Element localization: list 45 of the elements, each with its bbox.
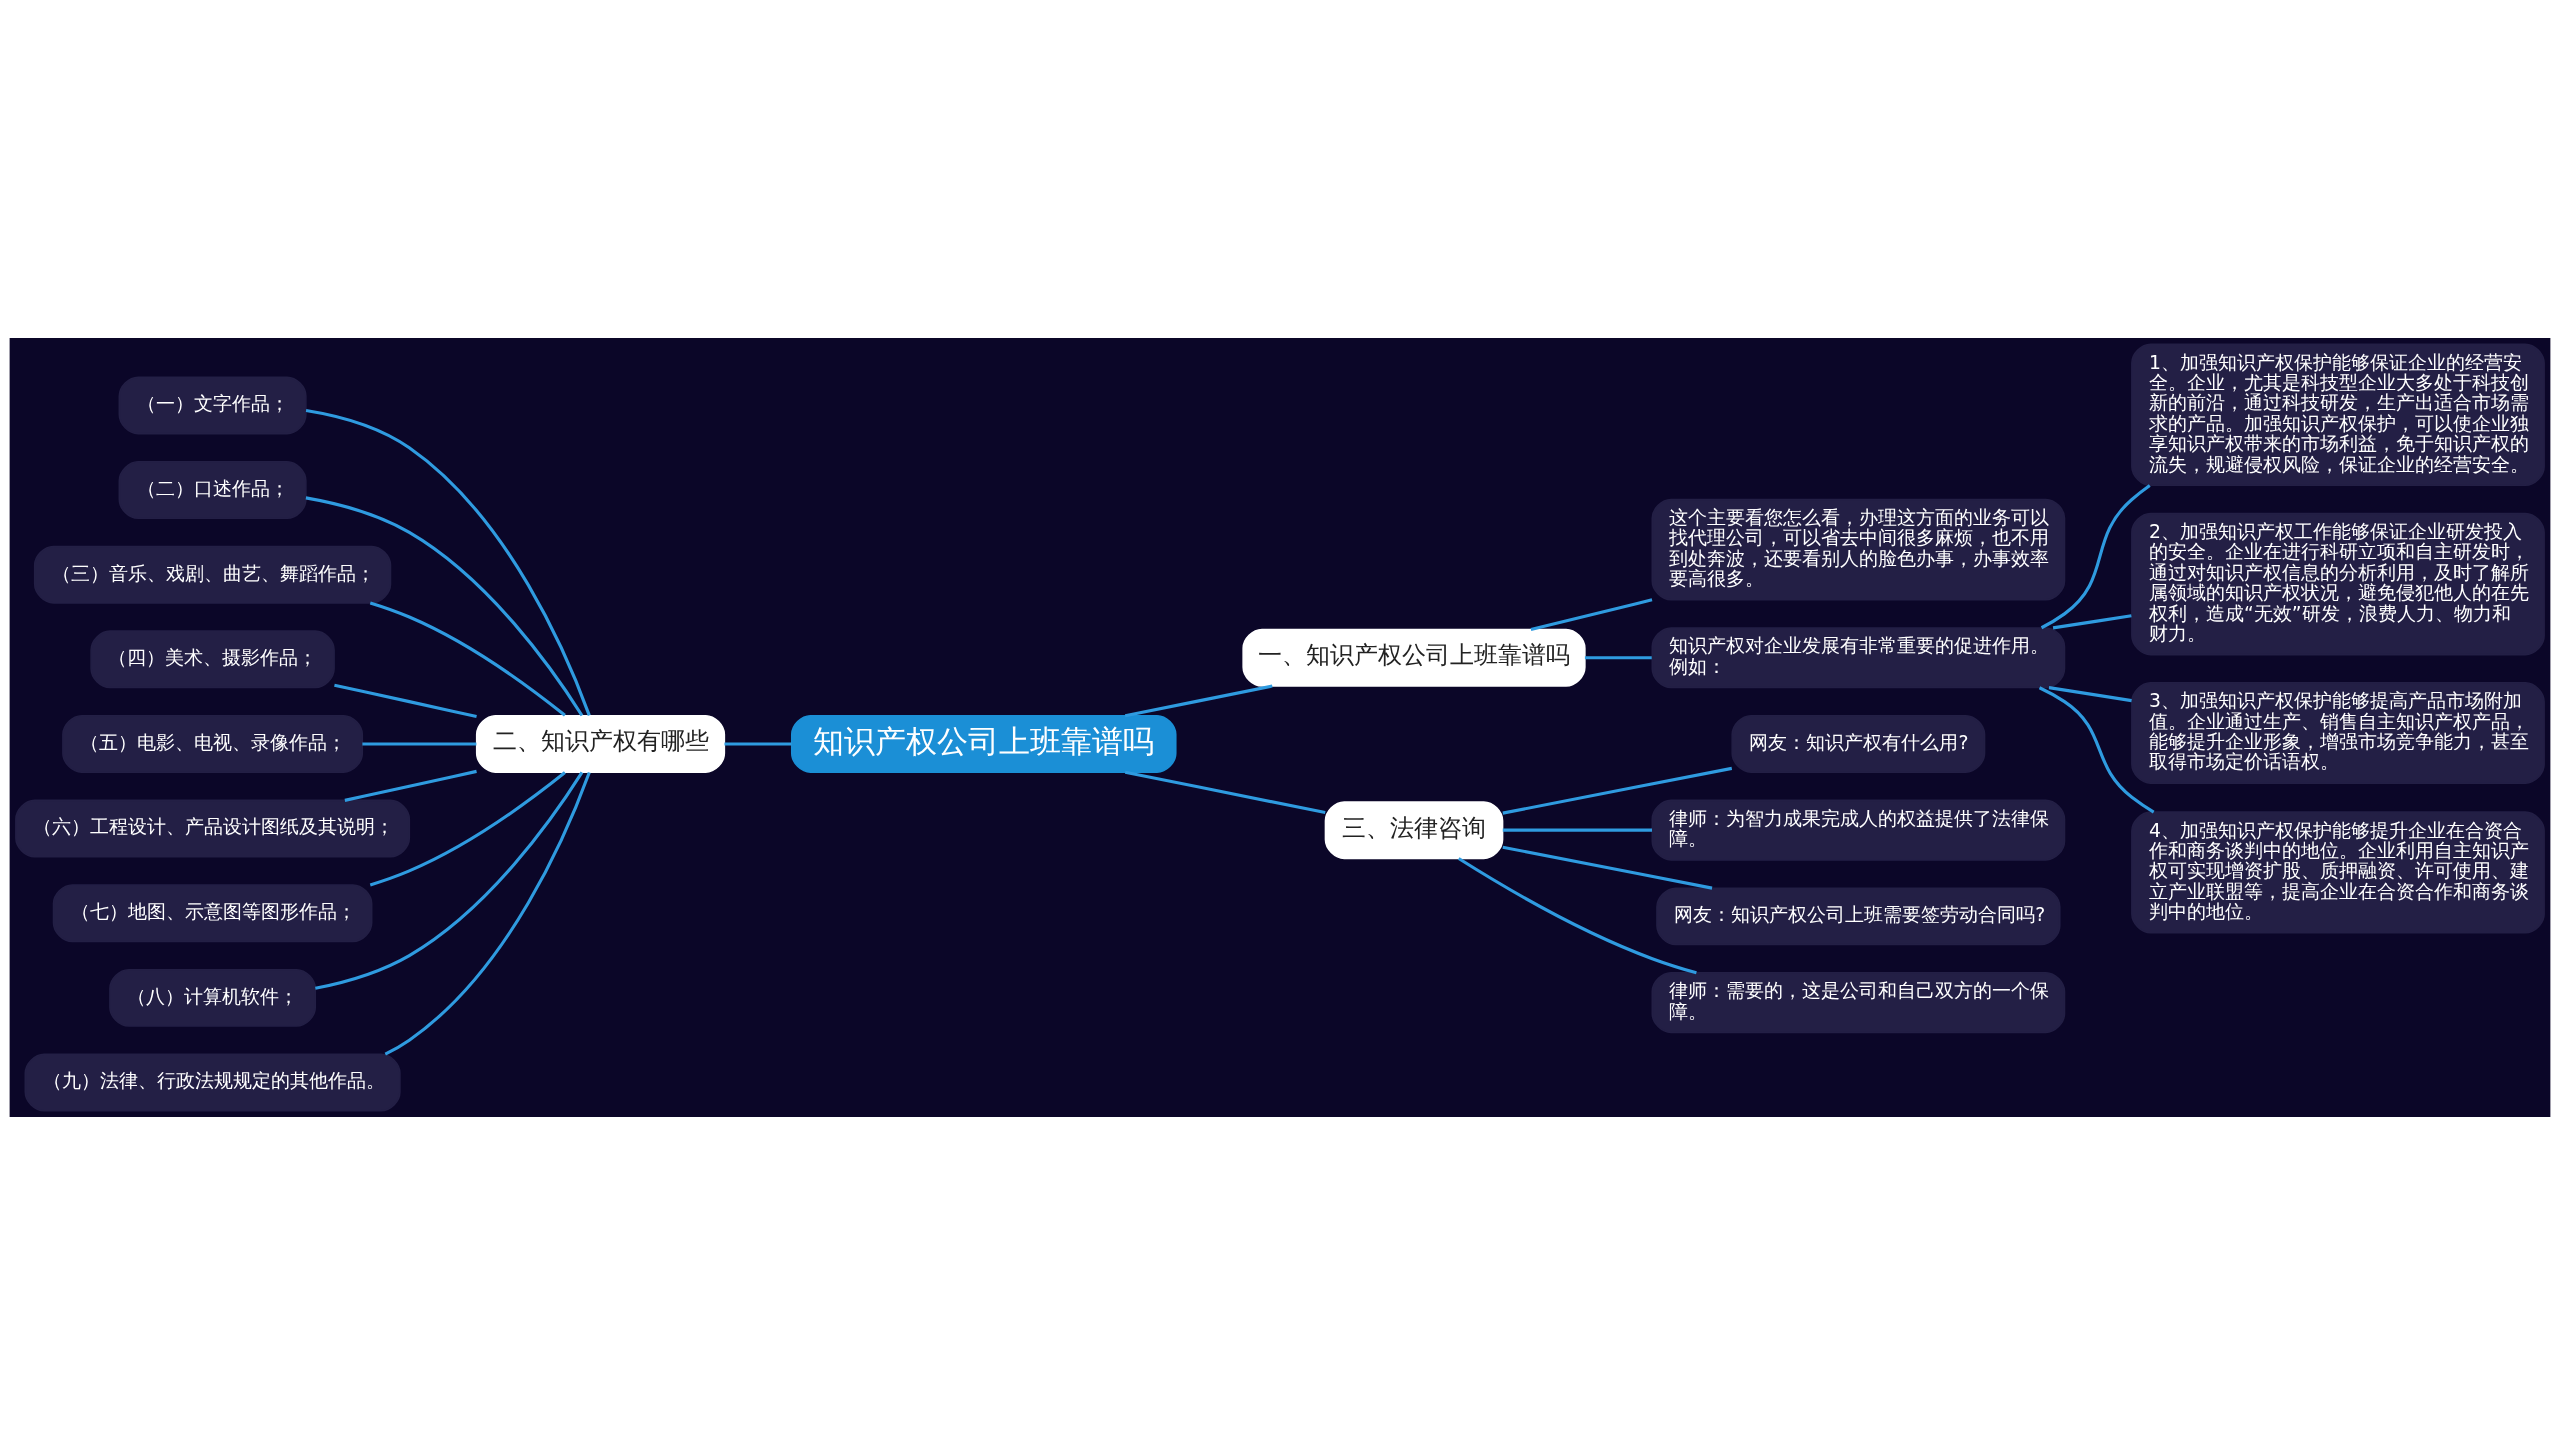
node-box: （九）法律、行政法规规定的其他作品。	[24, 1053, 401, 1111]
node-box: 1、加强知识产权保护能够保证企业的经营安全。企业，尤其是科技型企业大多处于科技创新的前沿，通过科技研发，生产出适合市场需求的产品。加强知识产权保护，可以使企业独享知识产权带来的市场利益，免于知识产权的流失，规避侵权风险，保证企业的经营安全。	[2131, 343, 2545, 486]
node-box: 网友：知识产权有什么用?	[1731, 714, 1986, 773]
connector	[1502, 828, 1652, 832]
node-box: （八）计算机软件；	[109, 968, 317, 1027]
node-box: （二）口述作品；	[118, 460, 307, 519]
node-box: 2、加强知识产权工作能够保证企业研发投入的安全。企业在进行科研立项和自主研发时，通过对知识产权信息的分析利用，及时了解所属领域的知识产权状况，避免侵犯他人的在先权利，造成“无效”研发，浪费人力、物力和财力。	[2131, 512, 2545, 655]
node-box: 一、知识产权公司上班靠谱吗	[1242, 628, 1586, 687]
connector	[1502, 845, 1713, 890]
connector	[1530, 597, 1653, 631]
node-box: （五）电影、电视、录像作品；	[62, 714, 364, 773]
node-box: 律师：需要的，这是公司和自己双方的一个保障。	[1651, 971, 2066, 1033]
connector	[724, 741, 792, 746]
connector	[2040, 483, 2151, 629]
node-box: 这个主要看您怎么看，办理这方面的业务可以找代理公司，可以省去中间很多麻烦，也不用到处奔波，还要看别人的脸色办事，办事效率要高很多。	[1651, 498, 2066, 601]
connector	[369, 770, 566, 886]
connector	[334, 683, 477, 718]
connector	[315, 771, 584, 990]
node-box: 知识产权对企业发展有非常重要的促进作用。例如：	[1651, 626, 2066, 688]
connector	[305, 495, 584, 716]
node-box: 3、加强知识产权保护能够提高产品市场附加值。企业通过生产、销售自主知识产权产品，能够提升企业形象，增强市场竞争能力，甚至取得市场定价话语权。	[2131, 681, 2545, 784]
connector	[384, 771, 591, 1055]
node-box: （四）美术、摄影作品；	[90, 629, 335, 688]
connector	[2038, 685, 2155, 813]
connector	[2048, 685, 2132, 702]
node-box: 4、加强知识产权保护能够提升企业在合资合作和商务谈判中的地位。企业利用自主知识产权可实现增资扩股、质押融资、许可使用、建立产业联盟等，提高企业在合资合作和商务谈判中的地位。	[2131, 810, 2545, 934]
node-box: 律师：为智力成果完成人的权益提供了法律保障。	[1651, 799, 2066, 861]
connector	[362, 741, 477, 746]
node-box: （三）音乐、戏剧、曲艺、舞蹈作品；	[33, 545, 392, 604]
connector	[305, 408, 591, 716]
node-box: 三、法律咨询	[1324, 800, 1504, 859]
node-box: （一）文字作品；	[118, 375, 307, 434]
connector	[2052, 613, 2132, 629]
connector	[1502, 766, 1733, 815]
node-box: 二、知识产权有哪些	[475, 714, 726, 773]
connector	[369, 600, 566, 717]
connector	[1584, 655, 1652, 659]
connector	[1457, 856, 1697, 974]
node-box: 知识产权公司上班靠谱吗	[790, 714, 1177, 773]
node-box: （七）地图、示意图等图形作品；	[52, 883, 373, 942]
connector	[344, 769, 477, 802]
node-box: 网友：知识产权公司上班需要签劳动合同吗?	[1656, 886, 2061, 945]
connector	[1124, 684, 1273, 717]
connector	[1124, 770, 1326, 814]
node-box: （六）工程设计、产品设计图纸及其说明；	[15, 799, 411, 858]
